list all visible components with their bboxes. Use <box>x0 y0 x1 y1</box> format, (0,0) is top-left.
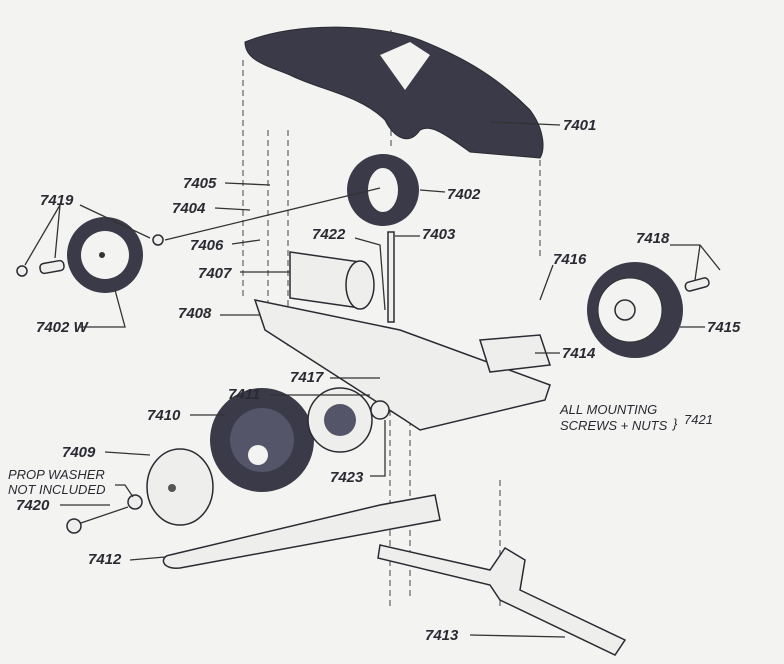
spacer-7418 <box>684 277 710 292</box>
label-7405: 7405 <box>183 175 217 192</box>
label-7414: 7414 <box>562 345 596 362</box>
label-7402w: 7402 W <box>36 319 90 336</box>
label-7421: 7421 <box>684 412 713 427</box>
label-7419: 7419 <box>40 192 74 209</box>
cover-7409 <box>146 448 214 526</box>
label-7412: 7412 <box>88 551 122 568</box>
label-7409: 7409 <box>62 444 96 461</box>
axle-rod <box>164 187 381 241</box>
label-7404: 7404 <box>172 200 206 217</box>
note-prop-line2: NOT INCLUDED <box>8 482 106 497</box>
screw-7420 <box>66 518 82 534</box>
bracket-7413 <box>377 544 627 656</box>
label-7401: 7401 <box>563 117 596 134</box>
brace: } <box>671 416 678 431</box>
body-window <box>380 42 430 90</box>
label-7417: 7417 <box>290 369 324 386</box>
bushing-7423 <box>370 400 390 420</box>
label-7420: 7420 <box>16 497 50 514</box>
label-7408: 7408 <box>178 305 212 322</box>
label-7407: 7407 <box>198 265 232 282</box>
post-7403 <box>387 231 395 323</box>
arm-7412 <box>162 494 441 569</box>
label-7418: 7418 <box>636 230 670 247</box>
note-mounting-line1: ALL MOUNTING <box>559 402 657 417</box>
label-7402: 7402 <box>447 186 481 203</box>
label-7423: 7423 <box>330 469 364 486</box>
label-7411: 7411 <box>228 386 260 403</box>
label-7406: 7406 <box>190 237 224 254</box>
label-7422: 7422 <box>312 226 346 243</box>
label-7413: 7413 <box>425 627 459 644</box>
label-7403: 7403 <box>422 226 456 243</box>
mounting-plate-7408 <box>253 299 551 431</box>
spacer-7419 <box>39 259 65 275</box>
bracket-7414 <box>479 334 552 373</box>
leader-lines <box>24 121 721 638</box>
prop-washer <box>127 494 143 510</box>
car-body-part <box>244 26 544 159</box>
label-7410: 7410 <box>147 407 181 424</box>
label-7416: 7416 <box>553 251 587 268</box>
note-prop-line1: PROP WASHER <box>8 467 105 482</box>
note-mounting-line2: SCREWS + NUTS <box>560 418 668 433</box>
label-7415: 7415 <box>707 319 741 336</box>
